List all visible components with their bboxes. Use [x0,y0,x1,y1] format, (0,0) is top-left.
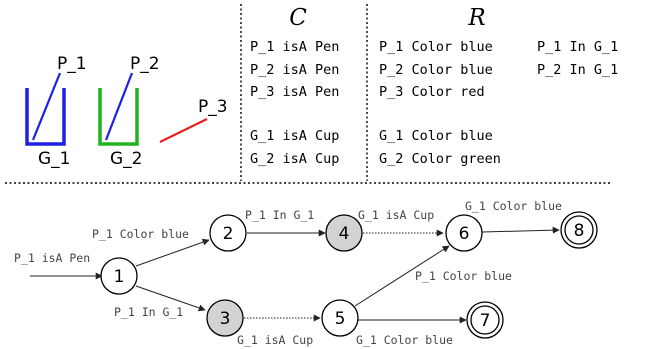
node-3: 3 [206,299,244,337]
edge-label: P_1 Color blue [92,227,189,241]
cup-g2 [98,88,139,146]
label-g1: G_1 [38,149,71,169]
edge-label: P_1 In G_1 [114,305,183,319]
svg-text:6: 6 [459,224,470,244]
edge-label: P_1 Color blue [415,269,512,283]
node-2: 2 [209,214,247,252]
header-c: C [289,5,307,31]
label-p2: P_2 [130,54,160,74]
c-row: P_3 isA Pen [250,84,339,100]
r-row: G_1 Color blue [379,128,493,144]
scene-sketch: P_1 P_2 P_3 G_1 G_2 [25,54,228,169]
r-row: P_3 Color red [379,84,485,100]
svg-text:8: 8 [574,221,585,241]
pen-p3 [159,118,208,143]
node-7: 7 [466,301,504,339]
edge-1-3 [135,285,206,312]
svg-text:3: 3 [220,309,231,329]
c-row: P_1 isA Pen [250,39,339,55]
node-5: 5 [321,299,359,337]
label-p1: P_1 [57,54,87,74]
c-row: P_2 isA Pen [250,62,339,78]
header-r: R [467,5,485,31]
r-row-2: P_2 In G_1 [537,62,618,78]
pen-p1 [31,72,62,141]
edge-label: G_1 Color blue [356,333,453,347]
pen-p2 [104,72,134,141]
edge-1-2 [135,238,210,267]
svg-text:7: 7 [480,311,491,331]
r-row-2: P_1 In G_1 [537,39,618,55]
edge-label: G_1 isA Cup [358,208,434,222]
edge-label: G_1 Color blue [465,199,562,213]
state-graph: P_1 isA Pen P_1 Color blue P_1 In G_1 P_… [14,199,598,347]
edge-label: P_1 In G_1 [245,208,314,222]
node-4: 4 [325,214,363,252]
edge-label: G_1 isA Cup [237,333,313,347]
edge-5-6 [354,245,450,307]
svg-text:1: 1 [114,267,125,287]
r-row: G_2 Color green [379,151,501,167]
c-row: G_2 isA Cup [250,151,339,167]
svg-text:2: 2 [223,224,234,244]
edge-6-8 [481,226,560,234]
c-row: G_1 isA Cup [250,128,339,144]
node-1: 1 [100,257,138,295]
r-row: P_2 Color blue [379,62,493,78]
label-g2: G_2 [110,149,143,169]
relations-table: C R P_1 isA Pen P_2 isA Pen P_3 isA Pen … [250,5,618,167]
r-row: P_1 Color blue [379,39,493,55]
label-p3: P_3 [198,97,228,117]
node-6: 6 [445,214,483,252]
svg-text:4: 4 [339,224,350,244]
edge-label: P_1 isA Pen [14,251,90,265]
cup-g1 [25,88,66,146]
node-8: 8 [560,211,598,249]
svg-text:5: 5 [335,309,346,329]
